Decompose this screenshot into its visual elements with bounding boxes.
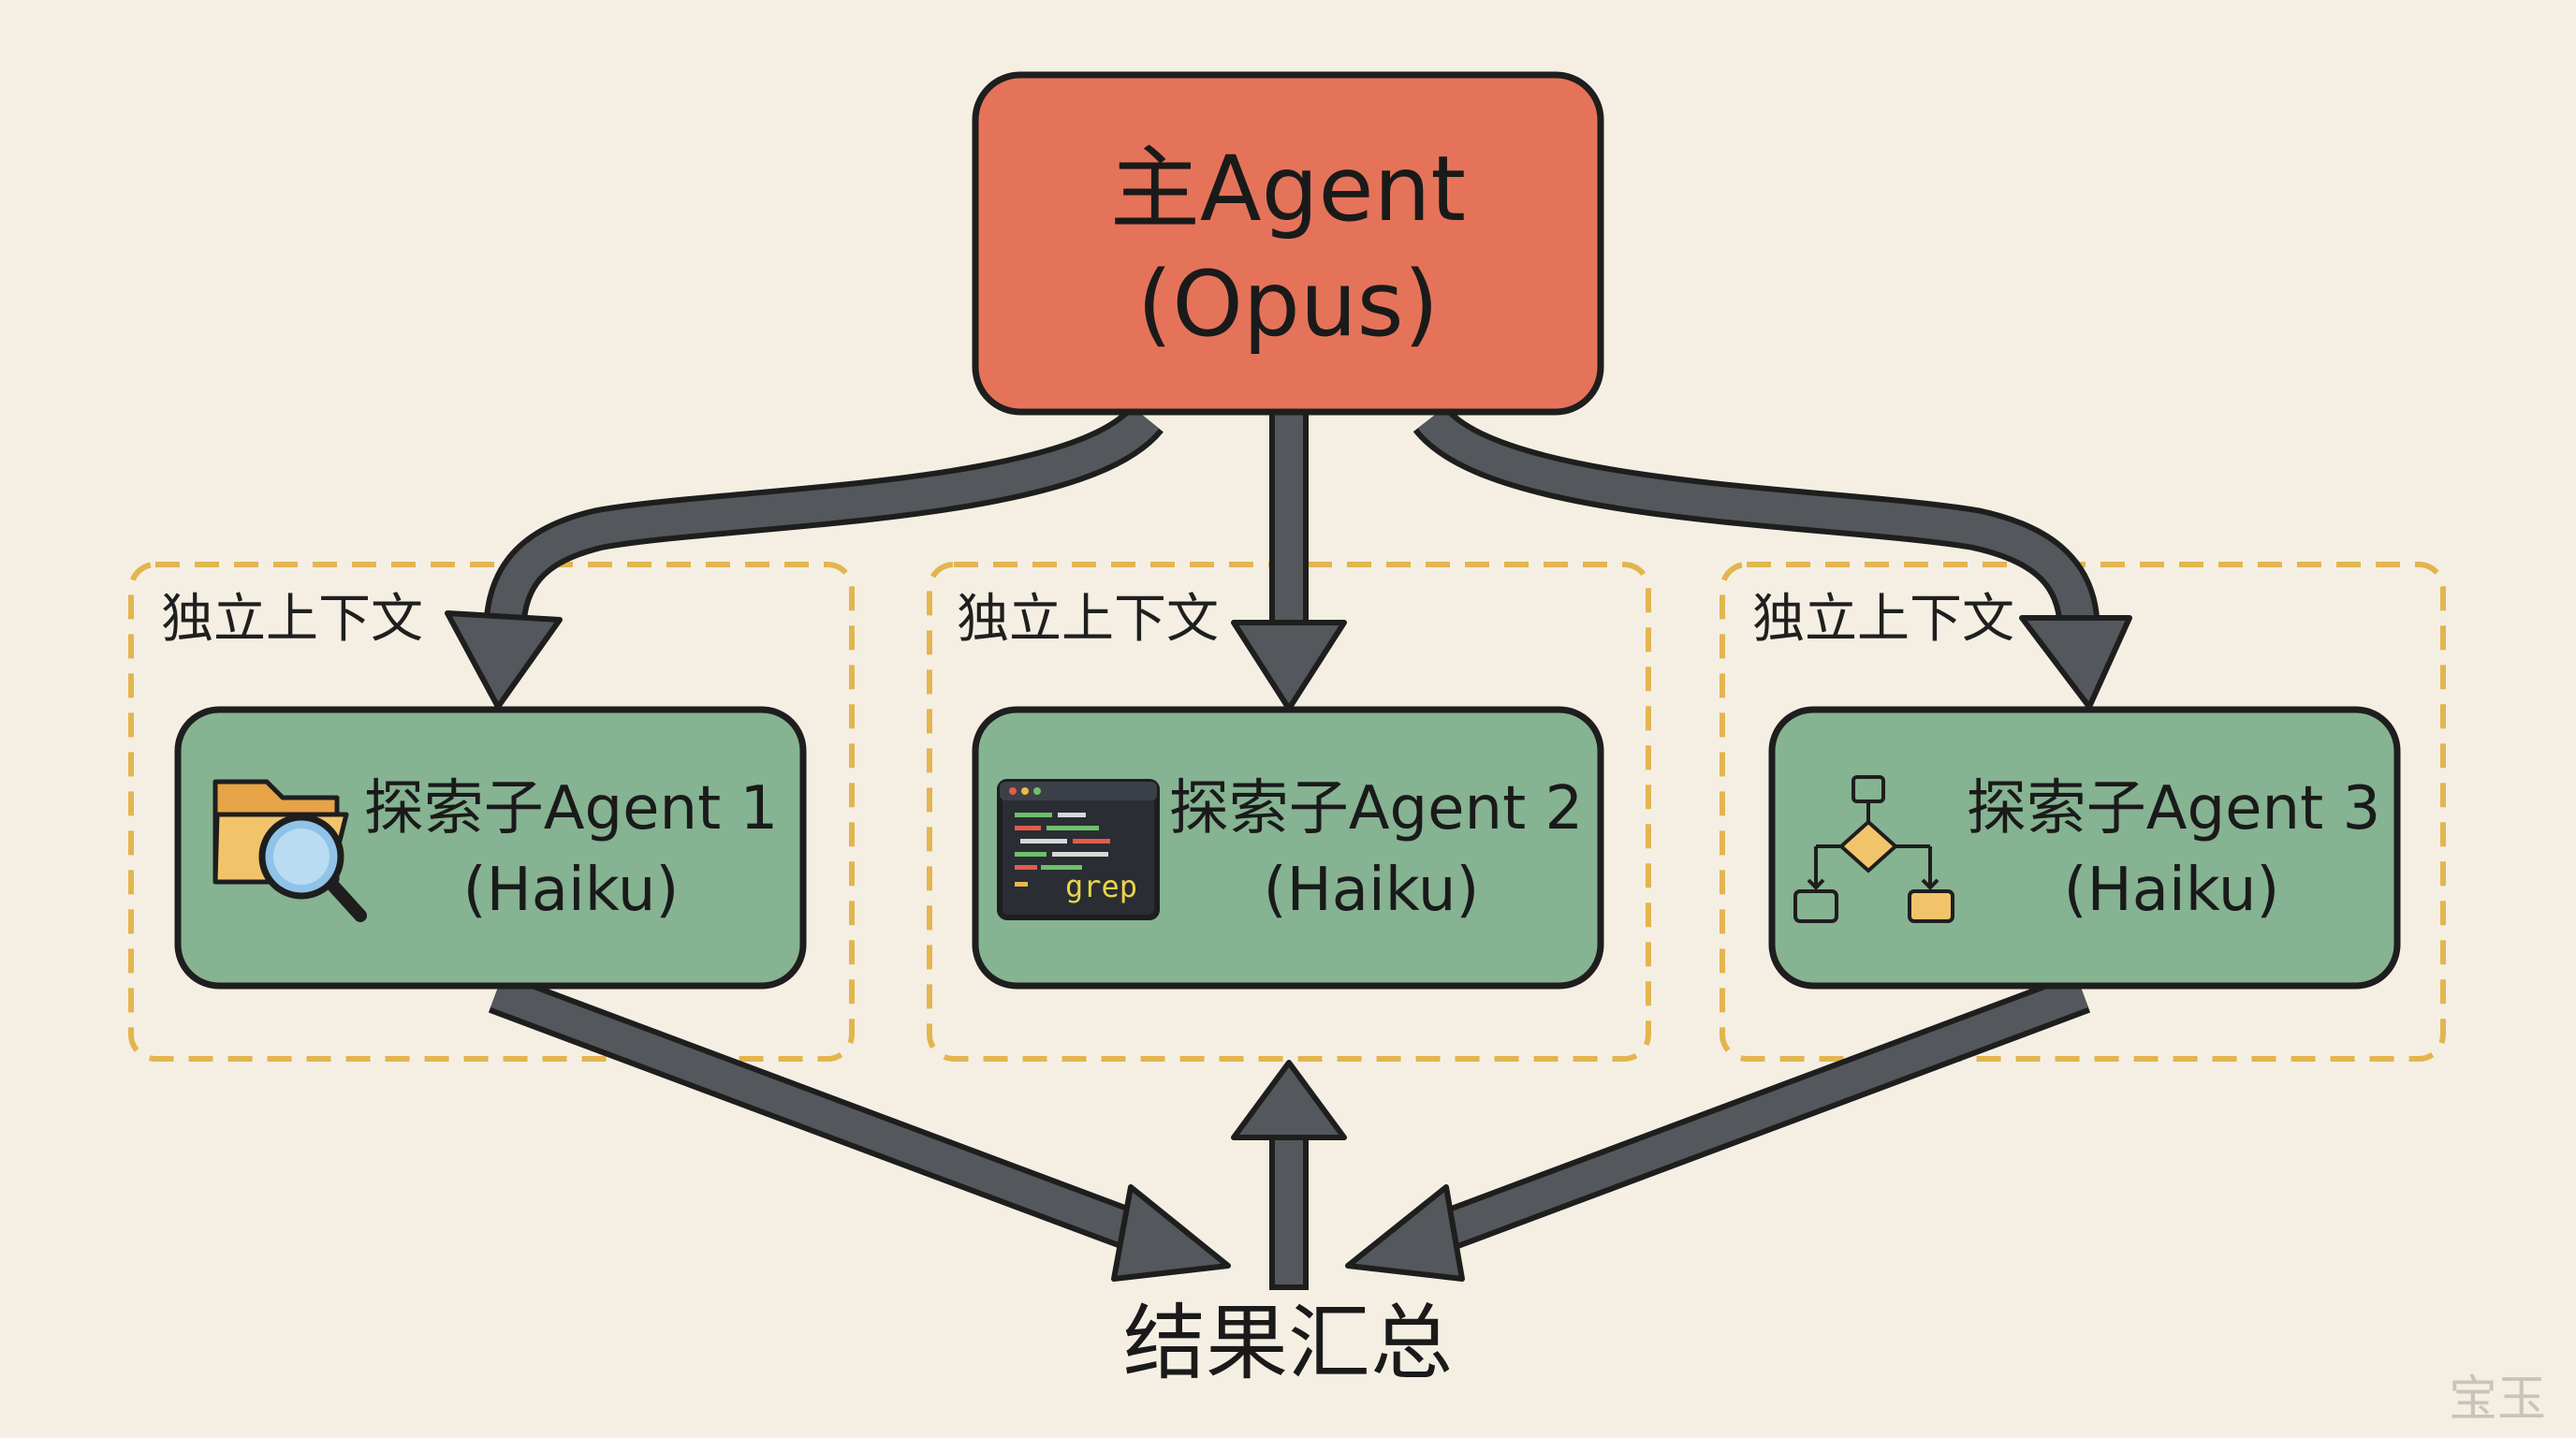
main-agent-model: (Opus) [1137, 252, 1439, 357]
flowchart-icon [1793, 775, 1954, 923]
sub-agent-1-title: 探索子Agent 1 [364, 774, 779, 844]
sub-agent-3-model: (Haiku) [2064, 856, 2280, 925]
sub-agent-1-model: (Haiku) [463, 856, 680, 925]
context-label-1: 独立上下文 [161, 589, 423, 650]
sub-agent-node-1: 探索子Agent 1 (Haiku) [174, 706, 807, 990]
arrowhead-sub-agent-1 [445, 610, 563, 710]
arrowhead-from-sub-agent-1 [1111, 1184, 1231, 1282]
main-agent-title: 主Agent [1110, 137, 1466, 242]
arrowhead-sub-agent-2 [1231, 620, 1347, 712]
watermark: 宝玉 [2449, 1372, 2546, 1428]
sub-agent-3-title: 探索子Agent 3 [1967, 774, 2381, 844]
result-summary-label: 结果汇总 [1123, 1295, 1453, 1391]
arrowhead-result-up [1231, 1060, 1347, 1140]
dispatch-arrows [445, 404, 2132, 712]
arrow-to-sub-agent-2 [1269, 409, 1309, 630]
context-container-3 [1720, 562, 2446, 1062]
arrow-from-sub-agent-3 [1427, 977, 2088, 1251]
folder-search-icon [212, 779, 367, 922]
result-arrows [488, 972, 2091, 1290]
terminal-grep-text: grep [1065, 869, 1137, 904]
arrow-result-up [1269, 1130, 1309, 1290]
sub-agent-2-model: (Haiku) [1264, 856, 1480, 925]
terminal-grep-icon: grep [997, 779, 1160, 920]
context-container-1 [128, 562, 855, 1062]
sub-agent-node-3: 探索子Agent 3 (Haiku) [1768, 706, 2401, 990]
arrowhead-from-sub-agent-3 [1345, 1184, 1465, 1282]
sub-agent-2-title: 探索子Agent 2 [1169, 774, 1584, 844]
arrowhead-sub-agent-3 [2019, 615, 2132, 710]
arrow-from-sub-agent-1 [490, 977, 1152, 1251]
context-label-3: 独立上下文 [1752, 589, 2014, 650]
context-label-2: 独立上下文 [957, 589, 1219, 650]
main-agent-node: 主Agent (Opus) [972, 71, 1604, 416]
sub-agent-node-2: grep 探索子Agent 2 (Haiku) [972, 706, 1604, 990]
